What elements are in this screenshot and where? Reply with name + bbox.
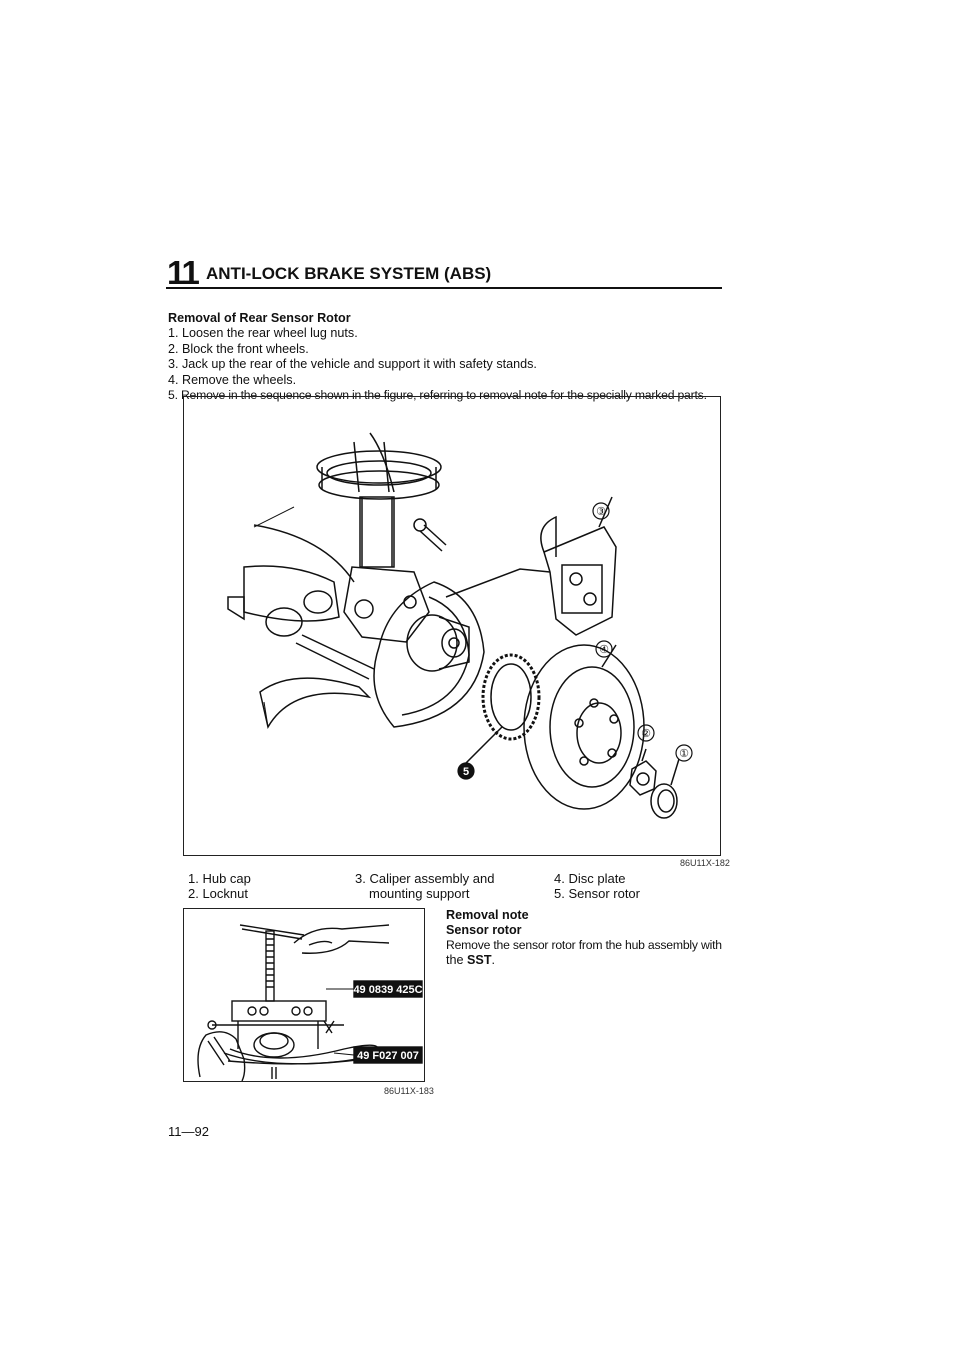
legend-item: 3. Caliper assembly and [355,871,495,886]
note-body-line: the SST. [446,953,736,968]
procedure-title: Removal of Rear Sensor Rotor [168,311,351,325]
tool-label: 49 0839 425C [353,984,422,996]
legend-item: 5. Sensor rotor [554,885,640,901]
note-text: . [491,953,496,967]
legend-item: 4. Disc plate [554,871,626,886]
sst-figure: 49 0839 425C 49 F027 007 [183,908,425,1082]
callout-2: ② [641,728,651,740]
puller-illustration: 49 0839 425C 49 F027 007 [197,924,423,1082]
callout-4: ④ [599,644,609,656]
procedure-step: 5. Remove in the sequence shown in the f… [168,388,707,403]
note-text: the [446,953,468,967]
legend-column: 1. Hub cap 2. Locknut [188,871,251,901]
exploded-view-figure: ③ ④ ② ① 5 [183,396,721,856]
note-title: Removal note [446,908,529,922]
page-number: 11—92 [168,1124,209,1139]
callout-5: 5 [463,766,469,778]
procedure-step: 4. Remove the wheels. [168,372,297,387]
legend-item: 2. Locknut [188,885,248,901]
chapter-number: 11 [167,254,200,291]
legend-column: 3. Caliper assembly and mounting support [355,871,495,901]
figure-code: 86U11X-183 [384,1086,434,1096]
legend-item: 1. Hub cap [188,871,251,886]
callout-1: ① [679,748,689,760]
callout-3: ③ [596,506,606,518]
tool-label: 49 F027 007 [357,1050,419,1062]
rear-suspension-illustration: ③ ④ ② ① 5 [227,432,693,819]
removal-note: Removal note Sensor rotor Remove the sen… [446,908,736,968]
sst-term: SST [467,953,492,967]
legend-item: mounting support [369,885,470,901]
legend-column: 4. Disc plate 5. Sensor rotor [554,871,640,901]
note-subtitle: Sensor rotor [446,923,522,937]
chapter-title: ANTI-LOCK BRAKE SYSTEM (ABS) [206,264,492,283]
procedure-section: Removal of Rear Sensor Rotor 1. Loosen t… [168,311,728,403]
note-body-line: Remove the sensor rotor from the hub ass… [446,938,722,952]
procedure-step: 3. Jack up the rear of the vehicle and s… [168,357,537,372]
callouts [457,502,693,780]
procedure-step: 1. Loosen the rear wheel lug nuts. [168,326,358,341]
procedure-step: 2. Block the front wheels. [168,341,309,356]
figure-code: 86U11X-182 [680,858,730,868]
header-rule [166,287,722,289]
